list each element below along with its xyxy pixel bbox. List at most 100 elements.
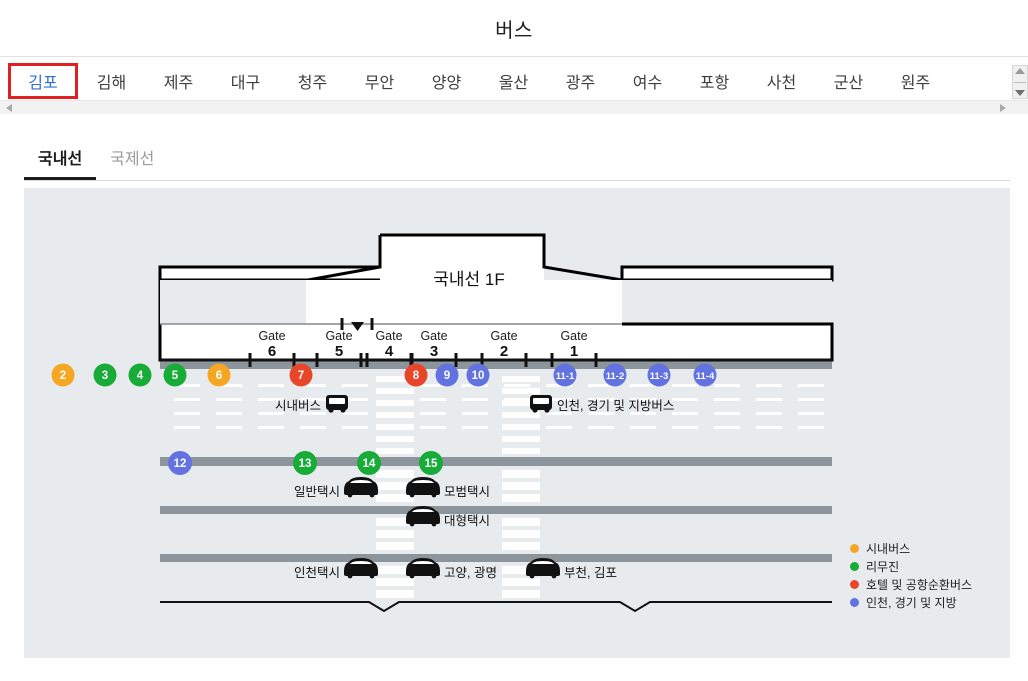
lane-dash xyxy=(342,384,368,387)
bus-stop-label-9: 9 xyxy=(444,370,450,382)
airport-tab-12[interactable]: 군산 xyxy=(833,75,864,92)
page-title: 버스 xyxy=(495,19,533,42)
bucheon-gimpo-label: 부천, 김포 xyxy=(564,565,617,580)
gate-number-4: 3 xyxy=(430,343,438,360)
legend-row-1: 리무진 xyxy=(850,558,972,575)
airport-tab-6[interactable]: 양양 xyxy=(431,75,462,92)
bus-stop-marker-10[interactable] xyxy=(466,363,490,387)
crosswalk-stripe xyxy=(502,400,540,406)
bus-stop-marker-11-1[interactable] xyxy=(553,363,577,387)
lane-dash xyxy=(588,398,614,401)
scroll-right-icon[interactable] xyxy=(1000,104,1006,112)
legend-label-2: 호텔 및 공항순환버스 xyxy=(866,578,973,592)
airport-tab-1[interactable]: 김해 xyxy=(96,75,127,92)
terminal-building xyxy=(158,233,834,362)
lane-dash xyxy=(420,426,446,429)
crosswalk-stripe xyxy=(502,494,540,500)
legend-dot-icon-0 xyxy=(850,544,859,553)
building-label: 국내선 1F xyxy=(433,270,504,289)
bus-stop-marker-12[interactable] xyxy=(168,451,192,475)
legend-row-3: 인천, 경기 및 지방 xyxy=(850,594,972,611)
scroll-up-icon[interactable] xyxy=(1015,68,1025,74)
lane-dash xyxy=(504,426,530,429)
airport-tab-3[interactable]: 대구 xyxy=(230,75,261,92)
taxi-icon-bucheon xyxy=(526,558,560,579)
gate-number-5: 2 xyxy=(500,343,508,360)
crosswalk-stripe xyxy=(376,566,414,572)
regional-bus-label: 인천, 경기 및 지방버스 xyxy=(557,398,674,413)
lane-dash xyxy=(300,384,326,387)
bus-stop-marker-15[interactable] xyxy=(419,451,443,475)
bus-stop-label-7: 7 xyxy=(298,370,304,382)
bus-stop-label-2: 2 xyxy=(60,370,66,382)
lane-dash xyxy=(798,398,824,401)
gate-tick-marks xyxy=(160,353,832,367)
lane-dash xyxy=(174,384,200,387)
lane-dash xyxy=(672,384,698,387)
crosswalk-stripe xyxy=(502,578,540,584)
bus-stop-marker-11-3[interactable] xyxy=(647,363,671,387)
lane-dash xyxy=(216,426,242,429)
lane-dash xyxy=(714,384,740,387)
bus-stop-label-11-4: 11-4 xyxy=(696,371,715,382)
airport-tab-2[interactable]: 제주 xyxy=(163,75,194,92)
lane-dash xyxy=(342,426,368,429)
airport-tab-8[interactable]: 광주 xyxy=(565,75,596,92)
terminal-tab-0[interactable]: 국내선 xyxy=(24,145,96,180)
lane-dash xyxy=(174,426,200,429)
bus-stop-marker-11-4[interactable] xyxy=(693,363,717,387)
bus-stop-marker-6[interactable] xyxy=(207,363,231,387)
lane-dash xyxy=(630,412,656,415)
airport-tab-11[interactable]: 사천 xyxy=(766,75,797,92)
airport-tab-9[interactable]: 여수 xyxy=(632,75,663,92)
scroll-down-icon[interactable] xyxy=(1015,90,1025,96)
lane-dash xyxy=(258,412,284,415)
bus-stop-marker-7[interactable] xyxy=(289,363,313,387)
bus-stop-label-8: 8 xyxy=(413,370,420,382)
airport-tab-7[interactable]: 울산 xyxy=(498,75,529,92)
lane-dash xyxy=(714,398,740,401)
bus-stop-marker-5[interactable] xyxy=(163,363,187,387)
bus-stop-marker-14[interactable] xyxy=(357,451,381,475)
scroll-left-icon[interactable] xyxy=(6,104,12,112)
bus-stop-label-11-3: 11-3 xyxy=(650,371,669,382)
bus-stop-label-10: 10 xyxy=(472,370,485,382)
lane-dash xyxy=(216,384,242,387)
incheon-taxi-label: 인천택시 xyxy=(294,565,340,580)
crosswalk-stripe xyxy=(376,376,414,382)
gate-number-1: 6 xyxy=(268,343,276,360)
crosswalk-stripe xyxy=(376,542,414,548)
legend-row-0: 시내버스 xyxy=(850,540,972,557)
lane-dash xyxy=(258,384,284,387)
bus-stop-marker-8[interactable] xyxy=(404,363,428,387)
gate-label-2: Gate xyxy=(325,329,352,343)
bus-stop-marker-11-2[interactable] xyxy=(603,363,627,387)
legend-label-1: 리무진 xyxy=(866,560,900,574)
gate-label-1: Gate xyxy=(258,329,285,343)
vertical-scrollbar[interactable] xyxy=(1012,65,1028,99)
airport-tab-0[interactable]: 김포 xyxy=(8,63,78,99)
terminal-tab-1[interactable]: 국제선 xyxy=(110,151,155,168)
deluxe-taxi-label: 모범택시 xyxy=(444,485,490,499)
bus-stop-marker-3[interactable] xyxy=(93,363,117,387)
bus-stop-marker-9[interactable] xyxy=(435,363,459,387)
crosswalk-stripe xyxy=(376,590,414,596)
lane-dash xyxy=(546,398,572,401)
taxi-icon-large xyxy=(406,506,440,527)
lane-dash xyxy=(504,398,530,401)
bus-stop-marker-4[interactable] xyxy=(128,363,152,387)
legend-label-3: 인천, 경기 및 지방 xyxy=(866,596,957,610)
airport-tab-5[interactable]: 무안 xyxy=(364,75,395,92)
lane-dash xyxy=(258,398,284,401)
horizontal-scrollbar[interactable] xyxy=(0,100,1028,114)
bus-stop-marker-13[interactable] xyxy=(293,451,317,475)
airport-tab-10[interactable]: 포항 xyxy=(699,75,730,92)
gate-label-6: Gate xyxy=(560,329,587,343)
airport-tab-13[interactable]: 원주 xyxy=(900,75,931,92)
airport-tab-4[interactable]: 청주 xyxy=(297,75,328,92)
lane-dash xyxy=(300,398,326,401)
crosswalk-stripe xyxy=(376,424,414,430)
bus-stop-marker-2[interactable] xyxy=(51,363,75,387)
